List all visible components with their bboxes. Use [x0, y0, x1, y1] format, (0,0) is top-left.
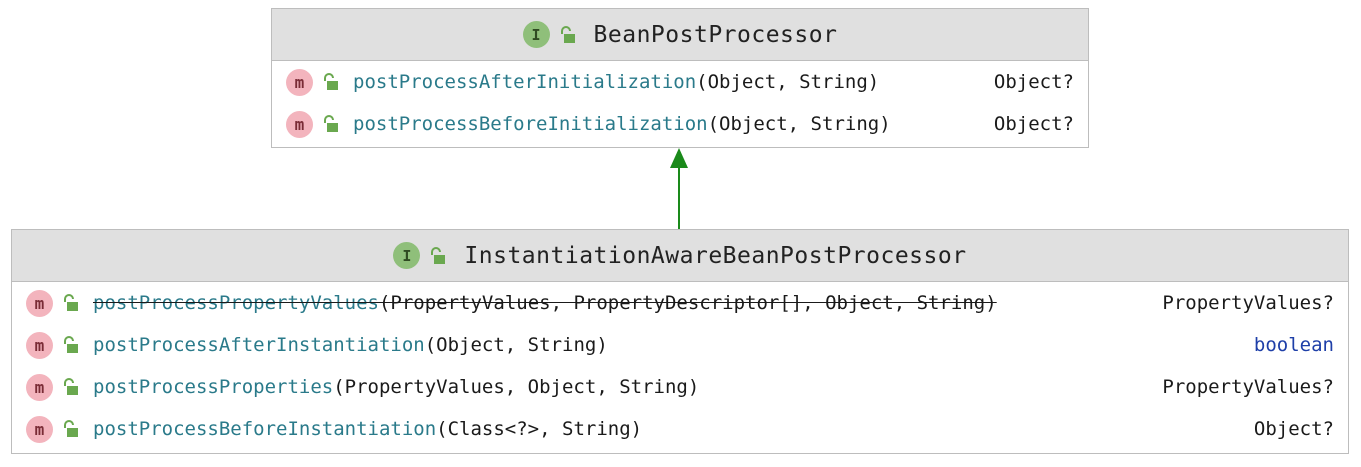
lock-open-icon — [64, 336, 78, 353]
method-icon: m — [26, 415, 53, 443]
child-method-row[interactable]: m postProcessProperties(PropertyValues, … — [12, 366, 1348, 408]
method-params: (PropertyValues, Object, String) — [333, 376, 700, 398]
method-return-type: Object? — [1253, 418, 1334, 440]
parent-method-row[interactable]: m postProcessAfterInitialization(Object,… — [272, 61, 1088, 103]
method-params: (Object, String) — [696, 71, 880, 93]
child-interface-name: InstantiationAwareBeanPostProcessor — [464, 242, 967, 269]
child-interface-header: I InstantiationAwareBeanPostProcessor — [12, 230, 1348, 282]
lock-open-icon — [64, 294, 78, 311]
method-params: (Class<?>, String) — [436, 418, 643, 440]
method-name: postProcessAfterInstantiation — [93, 334, 425, 356]
method-name: postProcessAfterInitialization — [353, 71, 697, 93]
method-params: (PropertyValues, PropertyDescriptor[], O… — [378, 292, 997, 314]
method-return-type: PropertyValues? — [1162, 376, 1334, 398]
lock-open-icon — [64, 420, 78, 437]
deprecated-signature: postProcessPropertyValues(PropertyValues… — [93, 292, 997, 314]
child-interface-box: I InstantiationAwareBeanPostProcessor m … — [11, 229, 1349, 454]
lock-open-icon — [64, 378, 78, 395]
method-icon: m — [26, 373, 53, 401]
method-name: postProcessBeforeInitialization — [353, 113, 708, 135]
method-icon: m — [26, 331, 53, 359]
method-params: (Object, String) — [424, 334, 608, 356]
method-icon: m — [286, 68, 313, 96]
interface-icon: I — [522, 21, 550, 48]
parent-interface-box: I BeanPostProcessor m postProcessAfterIn… — [271, 8, 1089, 148]
lock-open-icon — [324, 115, 338, 132]
lock-open-icon — [560, 25, 575, 43]
method-return-type: Object? — [993, 71, 1074, 93]
method-return-type: boolean — [1253, 334, 1334, 356]
method-return-type: PropertyValues? — [1162, 292, 1334, 314]
child-method-row[interactable]: m postProcessPropertyValues(PropertyValu… — [12, 282, 1348, 324]
method-icon: m — [26, 289, 53, 317]
parent-method-row[interactable]: m postProcessBeforeInitialization(Object… — [272, 103, 1088, 145]
method-name: postProcessBeforeInstantiation — [93, 418, 437, 440]
method-icon: m — [286, 110, 313, 138]
interface-icon: I — [393, 242, 421, 269]
child-method-row[interactable]: m postProcessAfterInstantiation(Object, … — [12, 324, 1348, 366]
method-return-type: Object? — [993, 113, 1074, 135]
parent-interface-header: I BeanPostProcessor — [272, 9, 1088, 61]
lock-open-icon — [324, 73, 338, 90]
lock-open-icon — [431, 246, 446, 264]
parent-interface-name: BeanPostProcessor — [593, 21, 838, 48]
method-name: postProcessPropertyValues — [93, 292, 379, 314]
child-method-row[interactable]: m postProcessBeforeInstantiation(Class<?… — [12, 408, 1348, 450]
method-name: postProcessProperties — [93, 376, 334, 398]
method-params: (Object, String) — [707, 113, 891, 135]
